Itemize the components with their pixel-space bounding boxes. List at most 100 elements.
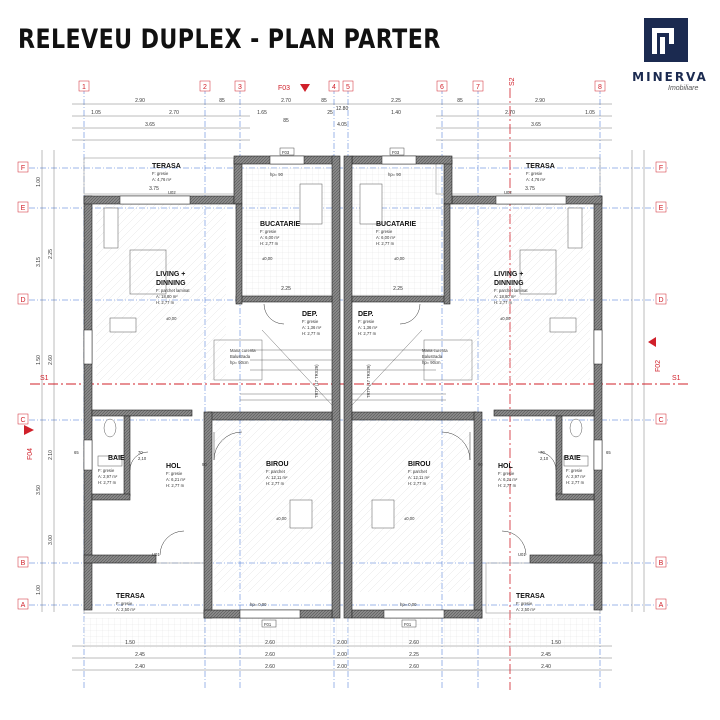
room-baie-right: BAIE xyxy=(564,455,581,462)
stairs-label-right: TRTP (17 TRX29) xyxy=(366,364,371,398)
dim-top-r2-7: 2.70 xyxy=(505,110,515,116)
room-terasa-top-left-a: A: 4,76 m² xyxy=(152,177,172,182)
room-terasa-bottom-left-f: F: gresie xyxy=(116,601,133,606)
axis-col-1: 1 xyxy=(82,84,86,91)
room-birou-left: BIROU xyxy=(266,461,289,468)
floor-plan: 1 2 3 4 5 6 7 8 F E D C B A F E D C B A xyxy=(17,77,690,690)
mark-hp90-right: hp= 90 xyxy=(388,172,402,177)
room-bucatarie-right: BUCATARIE xyxy=(376,221,417,228)
dim-bot-5: 1.50 xyxy=(551,640,561,646)
dim-bot-r2-2: 2.60 xyxy=(265,652,275,658)
dim-bot-r3-2: 2.60 xyxy=(265,664,275,670)
dim-left-5: 1.50 xyxy=(36,355,42,365)
mark-level-living-left: ±0,00 xyxy=(166,316,177,321)
arrow-f04-icon xyxy=(24,425,34,435)
room-living-left: LIVING + xyxy=(156,271,185,278)
room-dep-left-h: H: 2,77 m xyxy=(302,331,321,336)
section-f03: F03 xyxy=(278,85,290,92)
dim-top-r2-2: 2.70 xyxy=(169,110,179,116)
dim-top-r3-3: 3.65 xyxy=(531,122,541,128)
mark-level-living-right: ±0,00 xyxy=(500,316,511,321)
room-bucatarie-left-a: A: 6,00 m² xyxy=(260,235,280,240)
room-hol-left-a: A: 6,21 m² xyxy=(166,477,186,482)
axis-row-d-left: D xyxy=(20,297,25,304)
axis-row-f-left: F xyxy=(21,165,25,172)
mark-f03-right: F03 xyxy=(392,150,400,155)
dim-bot-r2-5: 2.45 xyxy=(541,652,551,658)
dim-top-r2-6: 1.40 xyxy=(391,110,401,116)
room-baie-right-a: A: 2,97 m² xyxy=(566,474,586,479)
dim-bot-r3-3: 2.00 xyxy=(337,664,347,670)
section-s1-right: S1 xyxy=(672,375,681,382)
dim-top-r2-1: 1.05 xyxy=(91,110,101,116)
room-baie-right-h: H: 2,77 m xyxy=(566,480,585,485)
stairs-note3-left: hp= 90cm xyxy=(230,360,249,365)
mark-u02-left: U02 xyxy=(168,190,176,195)
room-birou-right: BIROU xyxy=(408,461,431,468)
dim-top-r4-3: 2.25 xyxy=(393,286,403,292)
mark-win65-left: 65 xyxy=(74,450,79,455)
axis-row-b-left: B xyxy=(21,560,26,567)
logo-mark-icon xyxy=(644,18,688,62)
dim-top-3: 2.70 xyxy=(281,98,291,104)
room-terasa-top-left-f: F: gresie xyxy=(152,171,169,176)
dim-left-3: 3.15 xyxy=(36,257,42,267)
minerva-logo: MINERVA Imobiliare xyxy=(628,18,712,98)
mark-f01-right: F01 xyxy=(404,622,412,627)
stairs-note2-left: Balustrada xyxy=(230,354,251,359)
room-living-left-2: DINNING xyxy=(156,280,186,287)
room-terasa-top-right-a: A: 4,76 m² xyxy=(526,177,546,182)
dim-top-r3-2: 4.05 xyxy=(337,122,347,128)
room-terasa-bottom-right-a: A: 2,50 m² xyxy=(516,607,536,612)
dim-top-r4-2: 2.25 xyxy=(281,286,291,292)
dim-top-1: 2.90 xyxy=(135,98,145,104)
stairs-note1-right: Mana curenta xyxy=(422,348,448,353)
room-terasa-top-left: TERASA xyxy=(152,163,181,170)
dim-top-r2-3: 1.65 xyxy=(257,110,267,116)
room-terasa-bottom-right-f: F: gresie xyxy=(516,601,533,606)
dim-left-8: 3.00 xyxy=(48,535,54,545)
dim-top-r2-8: 1.05 xyxy=(585,110,595,116)
room-hol-left: HOL xyxy=(166,463,182,470)
axis-row-e-left: E xyxy=(21,205,26,212)
mark-level-birou-right: ±0,00 xyxy=(404,516,415,521)
section-f04: F04 xyxy=(27,448,34,460)
stairs-note1-left: Mana curenta xyxy=(230,348,256,353)
dim-left-6: 2.10 xyxy=(48,450,54,460)
axis-col-2: 2 xyxy=(203,84,207,91)
dim-bot-r2-4: 2.25 xyxy=(409,652,419,658)
section-f02: F02 xyxy=(655,360,662,372)
section-s1-left: S1 xyxy=(40,375,49,382)
room-dep-right-h: H: 2,77 m xyxy=(358,331,377,336)
axis-row-a-left: A xyxy=(21,602,26,609)
room-terasa-top-right: TERASA xyxy=(526,163,555,170)
room-hol-right: HOL xyxy=(498,463,514,470)
room-baie-left-f: F: gresie xyxy=(98,468,115,473)
axis-row-a-right: A xyxy=(659,602,664,609)
room-bucatarie-right-h: H: 2,77 m xyxy=(376,241,395,246)
axis-row-e-right: E xyxy=(659,205,664,212)
room-baie-left: BAIE xyxy=(108,455,125,462)
dim-top-r2-4: 85 xyxy=(283,118,289,124)
axis-col-5: 5 xyxy=(346,84,350,91)
room-dep-left-f: F: gresie xyxy=(302,319,319,324)
room-hol-right-h: H: 2,77 m xyxy=(498,483,517,488)
axis-row-f-right: F xyxy=(659,165,663,172)
dim-bot-r2-1: 2.45 xyxy=(135,652,145,658)
room-baie-left-a: A: 2,97 m² xyxy=(98,474,118,479)
dim-top-2: 85 xyxy=(219,98,225,104)
room-birou-right-a: A: 12,11 m² xyxy=(408,475,430,480)
room-bucatarie-right-f: F: gresie xyxy=(376,229,393,234)
room-terasa-bottom-left: TERASA xyxy=(116,593,145,600)
dim-bot-r3-1: 2.40 xyxy=(135,664,145,670)
room-hol-right-f: F: gresie xyxy=(498,471,515,476)
room-terasa-bottom-right: TERASA xyxy=(516,593,545,600)
room-living-left-f: F: parchet laminat xyxy=(156,288,190,293)
dim-left-9: 1.00 xyxy=(36,585,42,595)
dim-top-r4-1: 3.75 xyxy=(149,186,159,192)
room-birou-left-a: A: 12,11 m² xyxy=(266,475,288,480)
axis-row-d-right: D xyxy=(658,297,663,304)
mark-hp0-right: hp= 0,00 xyxy=(400,602,417,607)
room-living-left-h: H: 2,77 m xyxy=(156,300,175,305)
dim-left-7: 3.50 xyxy=(36,485,42,495)
